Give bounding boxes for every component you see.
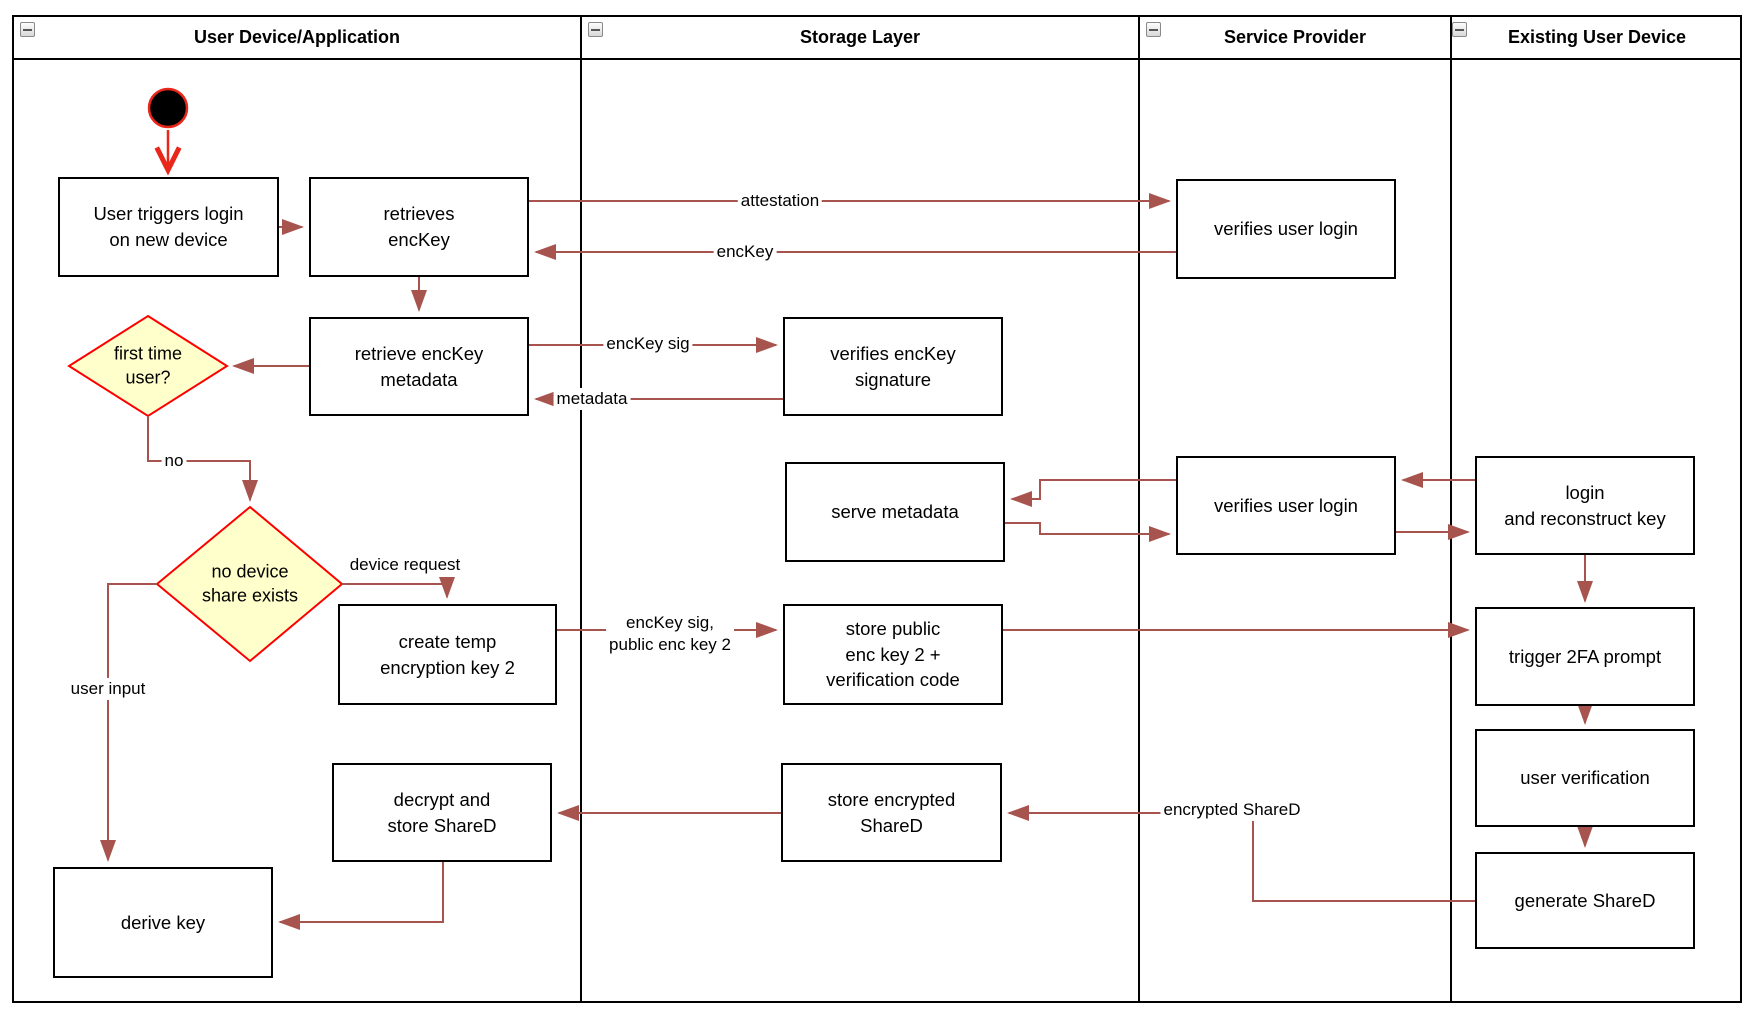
lane-header-existing-device: Existing User Device: [1452, 17, 1742, 60]
minus-glyph: [1455, 28, 1464, 31]
edge-verifies-to-serve[interactable]: [1010, 479, 1176, 507]
edge-decrypt-to-derive[interactable]: [278, 862, 444, 930]
lane-header-user-device: User Device/Application: [14, 17, 580, 60]
lane-divider-3: [1450, 15, 1452, 1003]
edge-label-device-request: device request: [346, 553, 464, 577]
action-generate-shared[interactable]: generate ShareD: [1475, 852, 1695, 949]
decision-no-device-share[interactable]: [155, 505, 344, 663]
lane-header-storage-layer: Storage Layer: [582, 17, 1138, 60]
initial-node[interactable]: [147, 87, 189, 129]
edge-label-enckey-sig: encKey sig: [603, 332, 693, 356]
collapse-icon[interactable]: [588, 22, 603, 37]
edge-label-encrypted-shared: encrypted ShareD: [1160, 798, 1304, 822]
collapse-icon[interactable]: [1146, 22, 1161, 37]
edge-label-enckey-sig-public: encKey sig, public enc key 2: [606, 611, 734, 657]
diagram-frame: [12, 15, 1742, 1003]
action-verifies-user-login-2[interactable]: verifies user login: [1176, 456, 1396, 555]
action-decrypt-store-shared[interactable]: decrypt and store ShareD: [332, 763, 552, 862]
edge-label-user-input: user input: [67, 677, 149, 701]
minus-glyph: [23, 28, 32, 31]
lane-header-service-provider: Service Provider: [1140, 17, 1450, 60]
lane-divider-2: [1138, 15, 1140, 1003]
edge-label-no: no: [161, 449, 187, 473]
minus-glyph: [1149, 28, 1158, 31]
minus-glyph: [591, 28, 600, 31]
action-trigger-2fa-prompt[interactable]: trigger 2FA prompt: [1475, 607, 1695, 706]
lane-title: Service Provider: [1223, 27, 1367, 47]
action-create-temp-key[interactable]: create temp encryption key 2: [338, 604, 557, 705]
edge-no-branch[interactable]: [147, 416, 258, 502]
edge-device-request[interactable]: [342, 577, 455, 599]
edge-label-enckey: encKey: [713, 240, 777, 264]
edge-label-metadata: metadata: [553, 387, 631, 411]
action-verifies-enckey-sig[interactable]: verifies encKey signature: [783, 317, 1003, 416]
decision-label-no-device-share: no device share exists: [201, 561, 299, 606]
action-retrieve-metadata[interactable]: retrieve encKey metadata: [309, 317, 529, 416]
lane-divider-1: [580, 15, 582, 1003]
collapse-icon[interactable]: [1452, 22, 1467, 37]
decision-label-first-time-user: first time user?: [113, 343, 183, 388]
action-serve-metadata[interactable]: serve metadata: [785, 462, 1005, 562]
lane-title: Storage Layer: [799, 27, 921, 47]
action-login-reconstruct-key[interactable]: login and reconstruct key: [1475, 456, 1695, 555]
edge-encrypted-shared[interactable]: [1007, 805, 1475, 902]
action-retrieves-enckey[interactable]: retrieves encKey: [309, 177, 529, 277]
action-store-encrypted-shared[interactable]: store encrypted ShareD: [781, 763, 1002, 862]
action-verifies-user-login-1[interactable]: verifies user login: [1176, 179, 1396, 279]
lane-title: User Device/Application: [193, 27, 401, 47]
action-derive-key[interactable]: derive key: [53, 867, 273, 978]
edge-serve-to-verifies[interactable]: [1005, 522, 1171, 542]
action-user-triggers-login[interactable]: User triggers login on new device: [58, 177, 279, 277]
edge-user-input[interactable]: [100, 583, 157, 862]
collapse-icon[interactable]: [20, 22, 35, 37]
edge-label-attestation: attestation: [737, 189, 823, 213]
action-store-public-key[interactable]: store public enc key 2 + verification co…: [783, 604, 1003, 705]
lane-title: Existing User Device: [1507, 27, 1687, 47]
action-user-verification[interactable]: user verification: [1475, 729, 1695, 827]
